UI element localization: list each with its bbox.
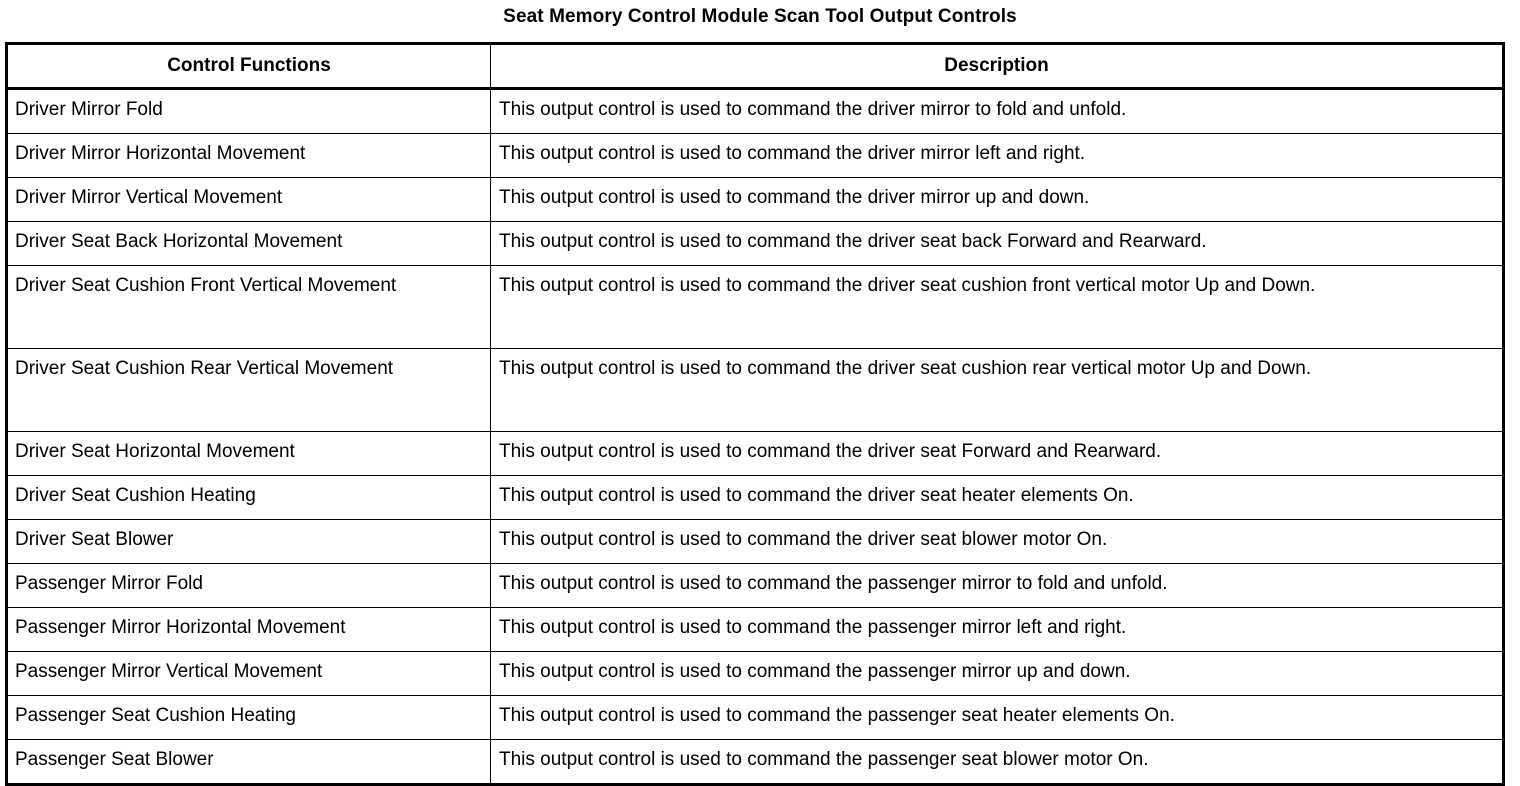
cell-description: This output control is used to command t… <box>490 607 1504 652</box>
cell-description: This output control is used to command t… <box>490 265 1504 349</box>
cell-control-function: Driver Seat Horizontal Movement <box>6 431 491 476</box>
cell-control-function: Driver Mirror Fold <box>6 88 491 134</box>
cell-control-function: Driver Mirror Vertical Movement <box>6 177 491 222</box>
cell-description: This output control is used to command t… <box>490 695 1504 740</box>
cell-description: This output control is used to command t… <box>490 475 1504 520</box>
cell-description: This output control is used to command t… <box>490 133 1504 178</box>
cell-control-function: Passenger Mirror Horizontal Movement <box>6 607 491 652</box>
cell-description: This output control is used to command t… <box>490 431 1504 476</box>
column-header-description: Description <box>490 43 1504 90</box>
cell-description: This output control is used to command t… <box>490 651 1504 696</box>
cell-control-function: Passenger Mirror Vertical Movement <box>6 651 491 696</box>
page-title: Seat Memory Control Module Scan Tool Out… <box>503 6 1017 27</box>
table-row: Driver Seat Cushion Front Vertical Movem… <box>6 265 1504 349</box>
cell-description: This output control is used to command t… <box>490 221 1504 266</box>
cell-description: This output control is used to command t… <box>490 739 1504 785</box>
cell-control-function: Passenger Seat Blower <box>6 739 491 785</box>
cell-control-function: Driver Seat Cushion Heating <box>6 475 491 520</box>
cell-description: This output control is used to command t… <box>490 88 1504 134</box>
cell-control-function: Driver Seat Blower <box>6 519 491 564</box>
column-header-control-functions: Control Functions <box>6 43 491 90</box>
cell-control-function: Passenger Seat Cushion Heating <box>6 695 491 740</box>
cell-description: This output control is used to command t… <box>490 177 1504 222</box>
cell-description: This output control is used to command t… <box>490 348 1504 432</box>
cell-control-function: Driver Mirror Horizontal Movement <box>6 133 491 178</box>
table-container: Control Functions Description Driver Mir… <box>5 42 1505 786</box>
cell-control-function: Passenger Mirror Fold <box>6 563 491 608</box>
table-header-row: Control Functions Description <box>6 43 1504 90</box>
table-header: Control Functions Description <box>6 43 1504 90</box>
cell-control-function: Driver Seat Cushion Front Vertical Movem… <box>6 265 491 349</box>
document-page: Seat Memory Control Module Scan Tool Out… <box>5 6 1505 786</box>
scan-tool-output-controls-table: Control Functions Description Driver Mir… <box>5 42 1505 786</box>
table-row: Driver Seat Cushion Rear Vertical Moveme… <box>6 348 1504 432</box>
cell-description: This output control is used to command t… <box>490 563 1504 608</box>
cell-control-function: Driver Seat Cushion Rear Vertical Moveme… <box>6 348 491 432</box>
cell-control-function: Driver Seat Back Horizontal Movement <box>6 221 491 266</box>
cell-description: This output control is used to command t… <box>490 519 1504 564</box>
